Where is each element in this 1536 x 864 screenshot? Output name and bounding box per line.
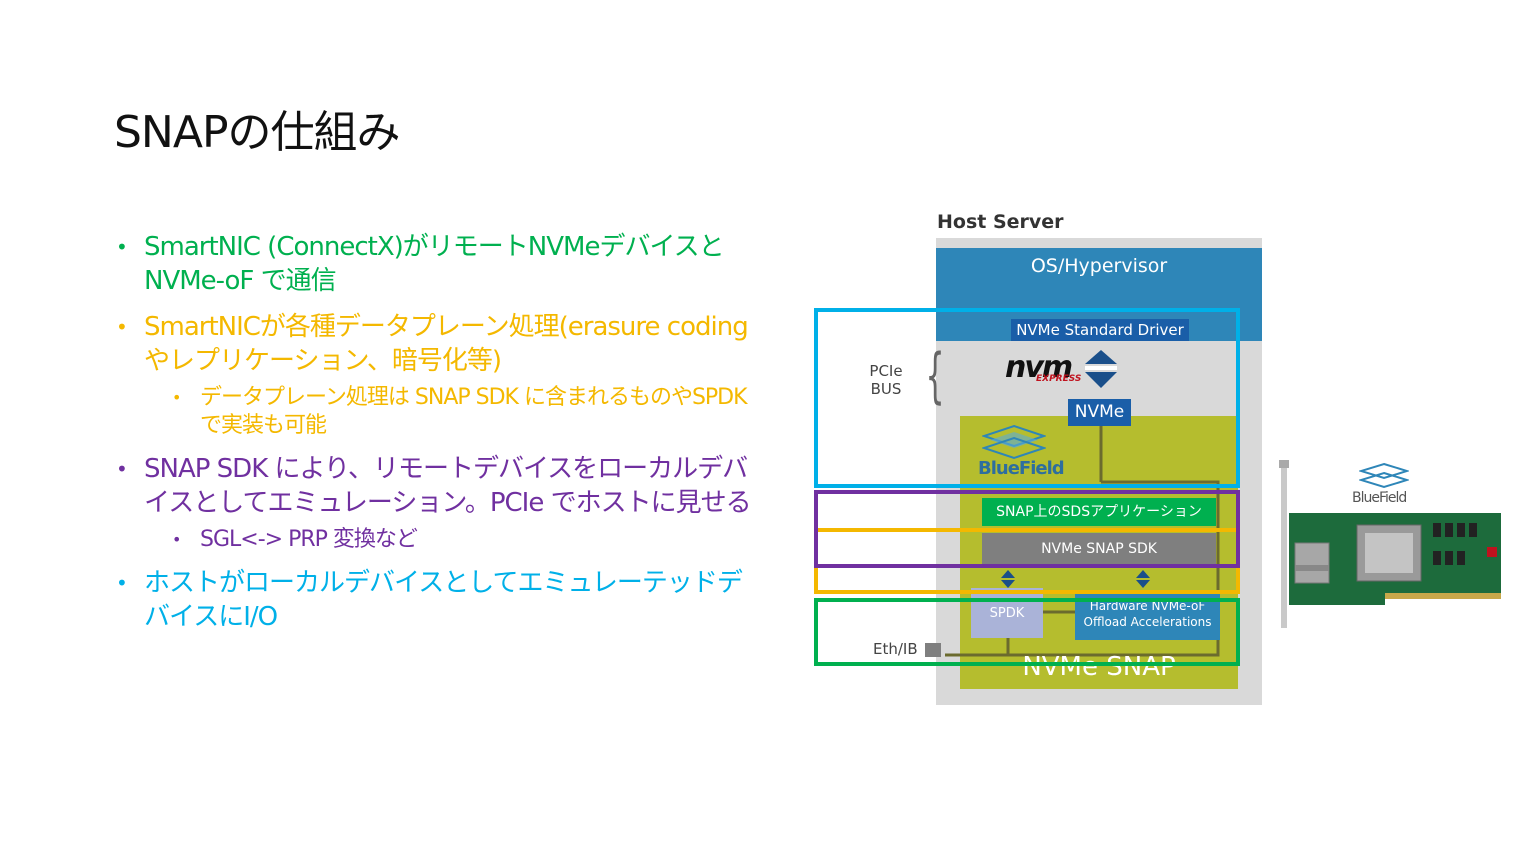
bullet-list: • SmartNIC (ConnectX)がリモートNVMeデバイスと NVMe… [116, 230, 766, 646]
bullet-dot-icon: • [116, 571, 128, 595]
bullet-4-text: ホストがローカルデバイスとしてエミュレーテッドデバイスにI/O [144, 568, 743, 632]
host-server-label: Host Server [937, 211, 1064, 233]
snap-sds-application: SNAP上のSDSアプリケーション [982, 498, 1216, 526]
pcie-bus-label: PCIe BUS [869, 362, 903, 398]
bullet-2: • SmartNICが各種データプレーン処理(erasure codingやレプ… [116, 310, 766, 378]
bluefield-logo-icon [982, 424, 1046, 460]
bullet-1-text: SmartNIC (ConnectX)がリモートNVMeデバイスと NVMe-o… [144, 232, 725, 296]
bluefield-label: BlueField [978, 458, 1065, 479]
card-bluefield-logo-icon [1359, 462, 1409, 489]
bullet-3-sub: • SGL<-> PRP 変換など [116, 526, 766, 554]
eth-ib-label: Eth/IB [873, 640, 918, 658]
highlight-purple [814, 490, 1240, 568]
os-hypervisor-label: OS/Hypervisor [1030, 255, 1168, 277]
nvme-tag: NVMe [1068, 399, 1131, 426]
bullet-dot-icon: • [172, 530, 181, 549]
bullet-1: • SmartNIC (ConnectX)がリモートNVMeデバイスと NVMe… [116, 230, 766, 298]
card-bluefield-label: BlueField [1352, 490, 1407, 506]
bullet-2-sub: • データプレーン処理は SNAP SDK に含まれるものやSPDKで実装も可能 [116, 384, 766, 440]
nvm-express-logo-sub: EXPRESS [1036, 374, 1082, 384]
bluefield-card-image [1279, 460, 1501, 628]
bullet-2-sub-text: データプレーン処理は SNAP SDK に含まれるものやSPDKで実装も可能 [200, 385, 748, 438]
spdk-box: SPDK [971, 588, 1043, 638]
eth-port-icon [925, 643, 941, 657]
nvme-snap-sdk: NVMe SNAP SDK [982, 533, 1216, 565]
bullet-dot-icon: • [116, 315, 128, 339]
brace-icon: { [925, 341, 945, 411]
bullet-2-text: SmartNICが各種データプレーン処理(erasure codingやレプリケ… [144, 312, 749, 376]
bullet-3-sub-text: SGL<-> PRP 変換など [200, 527, 418, 552]
bullet-dot-icon: • [172, 388, 181, 407]
nvm-express-logo: nvm [1005, 350, 1073, 385]
page-title: SNAPの仕組み [114, 107, 400, 158]
nvme-snap-label: NVMe SNAP [1022, 652, 1176, 682]
bullet-dot-icon: • [116, 457, 128, 481]
bullet-4: • ホストがローカルデバイスとしてエミュレーテッドデバイスにI/O [116, 566, 766, 634]
bullet-3: • SNAP SDK により、リモートデバイスをローカルデバイスとしてエミュレー… [116, 452, 766, 520]
bullet-dot-icon: • [116, 235, 128, 259]
highlight-green [814, 598, 1240, 666]
highlight-cyan [814, 308, 1240, 488]
up-down-arrow-icon [1085, 350, 1117, 388]
bullet-3-text: SNAP SDK により、リモートデバイスをローカルデバイスとしてエミュレーショ… [144, 454, 752, 518]
nvme-standard-driver: NVMe Standard Driver [1011, 319, 1189, 341]
